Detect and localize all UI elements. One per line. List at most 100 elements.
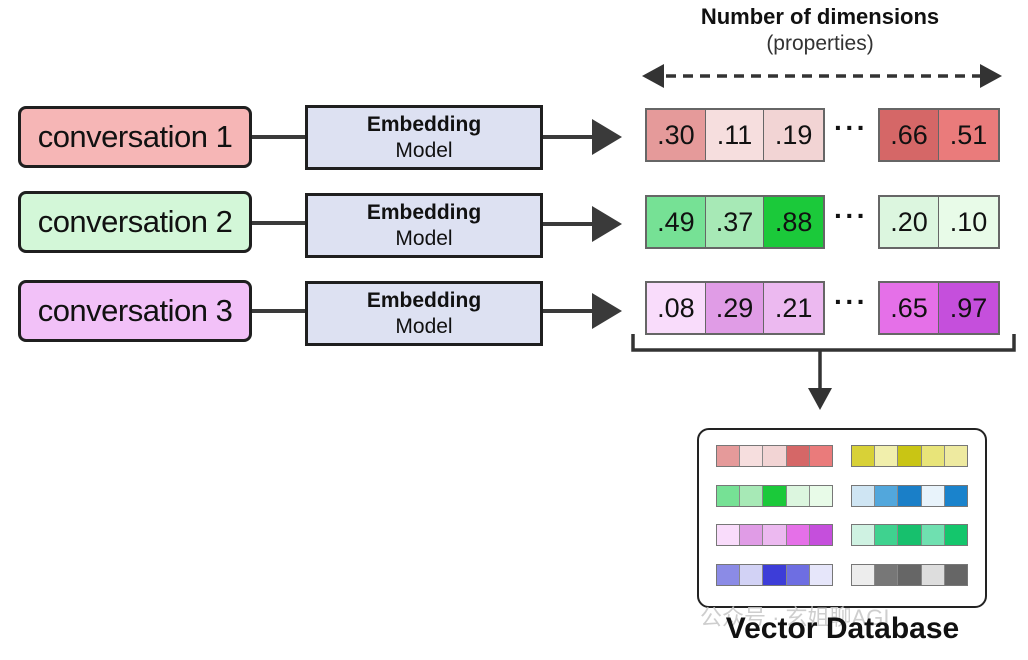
vector-cell: .29 <box>705 283 765 333</box>
dimensions-arrow <box>642 64 1002 88</box>
database-vector-cell <box>763 446 787 466</box>
database-vector-cell <box>786 486 810 506</box>
vector-1-left: .30 .11 .19 <box>645 108 825 162</box>
vector-3-right: .65 .97 <box>878 281 1000 335</box>
database-vector-cell <box>740 446 764 466</box>
database-vector-cell <box>944 446 968 466</box>
database-vector-cell <box>809 446 833 466</box>
vector-database-title: Vector Database <box>725 612 960 645</box>
database-vector-cell <box>809 525 833 545</box>
database-vector-cell <box>921 565 945 585</box>
database-vector-cell <box>944 486 968 506</box>
vector-2-right: .20 .10 <box>878 195 1000 249</box>
database-vector-cell <box>809 486 833 506</box>
embedding-model-2: Embedding Model <box>305 193 543 258</box>
database-vector-cell <box>786 565 810 585</box>
database-vector-cell <box>717 565 741 585</box>
vector-cell: .10 <box>939 197 998 247</box>
database-vector-cell <box>763 565 787 585</box>
database-vector <box>716 564 833 586</box>
vector-3-left: .08 .29 .21 <box>645 281 825 335</box>
database-vector-cell <box>921 486 945 506</box>
conversation-3-box: conversation 3 <box>18 280 252 342</box>
bracket <box>631 334 1016 352</box>
database-vector-cell <box>786 446 810 466</box>
vector-cell: .20 <box>880 197 940 247</box>
conversation-2-box: conversation 2 <box>18 191 252 253</box>
connector-1b <box>543 135 593 139</box>
database-vector <box>716 524 833 546</box>
bracket-arrow <box>631 334 1016 410</box>
vector-cell: .65 <box>880 283 940 333</box>
database-vector <box>851 485 968 507</box>
ellipsis: ··· <box>834 200 868 231</box>
database-vector-cell <box>717 486 741 506</box>
vector-cell: .49 <box>647 197 706 247</box>
dimensions-subtitle: (properties) <box>766 32 874 55</box>
database-vector-cell <box>763 486 787 506</box>
connector-3a <box>252 309 305 313</box>
database-vector <box>851 564 968 586</box>
arrow-right-icon <box>592 119 622 155</box>
database-vector <box>716 445 833 467</box>
ellipsis: ··· <box>834 286 868 317</box>
connector-1a <box>252 135 305 139</box>
arrow-right-icon <box>592 293 622 329</box>
dimensions-title: Number of dimensions <box>700 4 940 29</box>
embedding-label: Embedding <box>366 201 482 225</box>
vector-cell: .11 <box>705 110 765 160</box>
watermark: 公众号 · 玄姐聊AGI <box>700 605 890 630</box>
vector-cell: .51 <box>939 110 998 160</box>
arrow-down-icon <box>808 388 832 410</box>
vector-cell: .08 <box>647 283 706 333</box>
database-vector-cell <box>875 486 899 506</box>
conversation-1-box: conversation 1 <box>18 106 252 168</box>
embedding-label: Embedding <box>366 113 482 137</box>
database-vector-cell <box>717 525 741 545</box>
vector-cell: .19 <box>764 110 823 160</box>
database-vector-cell <box>740 486 764 506</box>
arrow-right-icon <box>592 206 622 242</box>
vector-1-right: .66 .51 <box>878 108 1000 162</box>
database-vector-cell <box>717 446 741 466</box>
database-vector-cell <box>898 525 922 545</box>
vector-cell: .30 <box>647 110 706 160</box>
database-vector-cell <box>898 446 922 466</box>
vector-2-left: .49 .37 .88 <box>645 195 825 249</box>
vector-cell: .37 <box>705 197 765 247</box>
database-vector-cell <box>944 565 968 585</box>
vector-cell: .66 <box>880 110 940 160</box>
embedding-model-1: Embedding Model <box>305 105 543 170</box>
database-vector-cell <box>852 565 876 585</box>
database-vector-cell <box>809 565 833 585</box>
database-vector-cell <box>786 525 810 545</box>
ellipsis: ··· <box>834 112 868 143</box>
database-vector-cell <box>875 525 899 545</box>
database-vector-cell <box>740 565 764 585</box>
database-vector <box>716 485 833 507</box>
database-vector <box>851 445 968 467</box>
arrow-left-head <box>642 64 664 88</box>
database-vector-cell <box>875 446 899 466</box>
database-vector-cell <box>898 486 922 506</box>
model-label: Model <box>395 314 453 338</box>
database-vector-cell <box>875 565 899 585</box>
embedding-model-3: Embedding Model <box>305 281 543 346</box>
database-vector-cell <box>921 525 945 545</box>
connector-2a <box>252 221 305 225</box>
database-vector-cell <box>898 565 922 585</box>
vector-cell: .88 <box>764 197 823 247</box>
embedding-label: Embedding <box>366 289 482 313</box>
connector-2b <box>543 222 593 226</box>
database-vector-cell <box>740 525 764 545</box>
database-vector-cell <box>852 486 876 506</box>
arrow-right-head <box>980 64 1002 88</box>
connector-3b <box>543 309 593 313</box>
database-vector <box>851 524 968 546</box>
database-vector-cell <box>852 525 876 545</box>
model-label: Model <box>395 226 453 250</box>
database-vector-cell <box>921 446 945 466</box>
model-label: Model <box>395 138 453 162</box>
vector-cell: .97 <box>939 283 998 333</box>
database-vector-cell <box>852 446 876 466</box>
